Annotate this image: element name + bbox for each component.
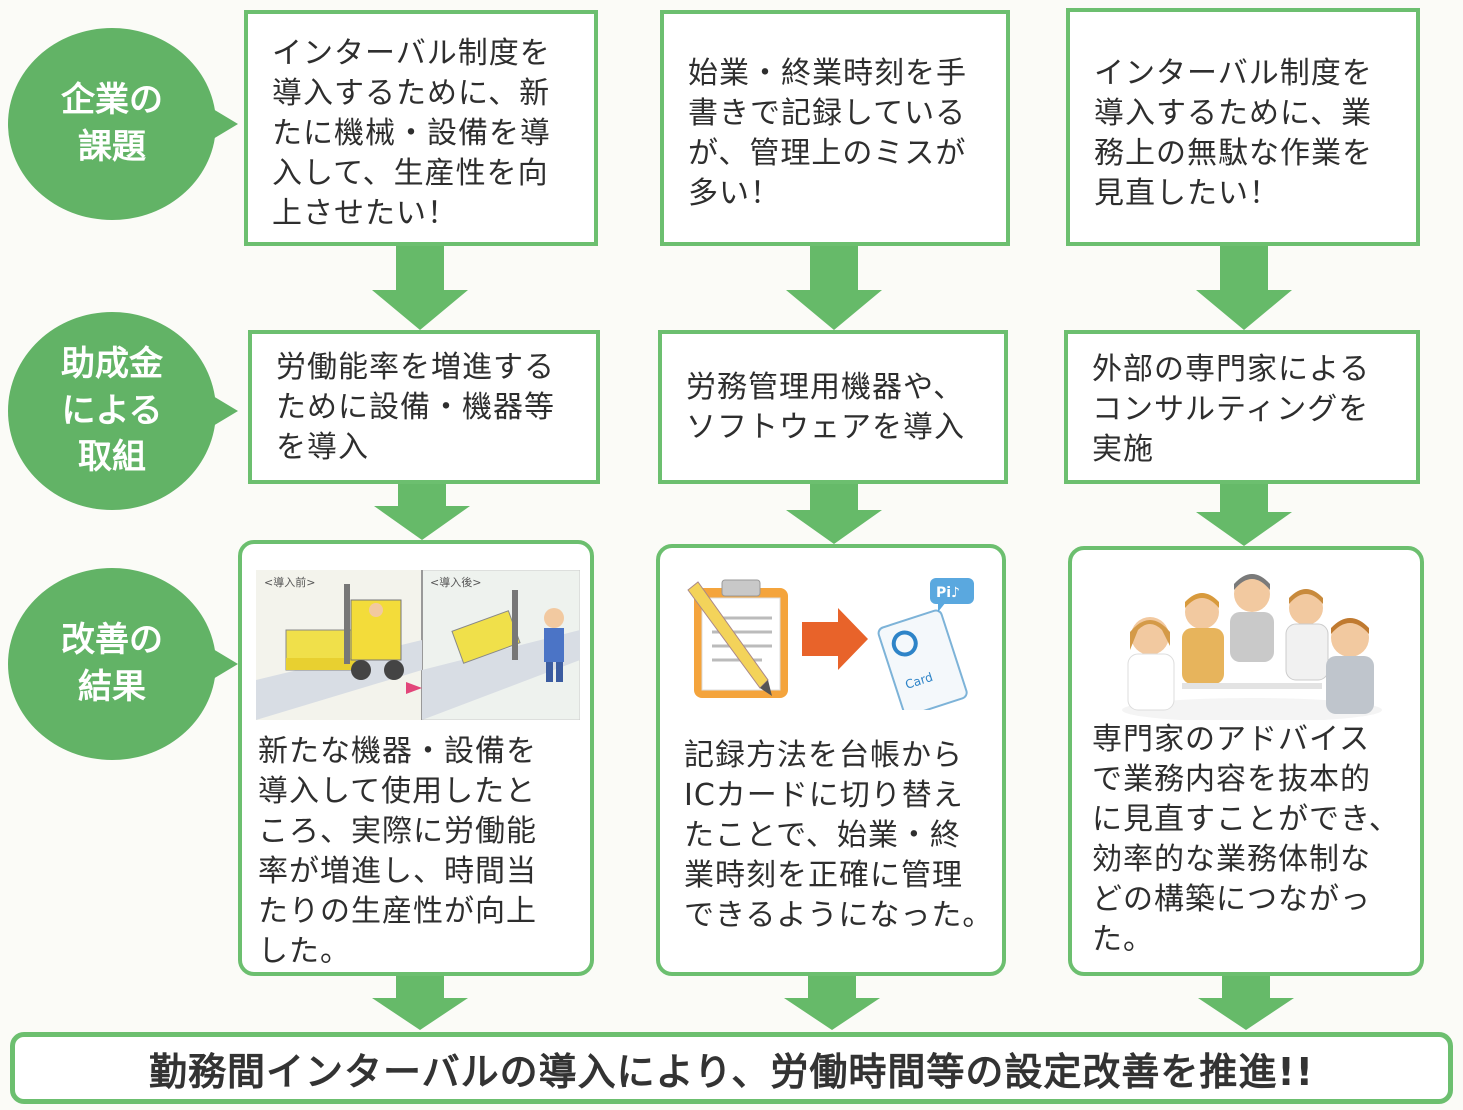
action-box-3: 外部の専門家による コンサルティングを 実施	[1064, 330, 1420, 484]
flow-arrow-3c	[1198, 976, 1294, 1032]
flow-arrow-2a	[786, 246, 882, 330]
issue-text-3: インターバル制度を 導入するために、業 務上の無駄な作業を 見直したい！	[1094, 56, 1373, 211]
issue-box-2: 始業・終業時刻を手 書きで記録している が、管理上のミスが 多い！	[660, 10, 1010, 246]
action-box-1: 労働能率を増進する ために設備・機器等 を導入	[248, 330, 600, 484]
action-text-1: 労働能率を増進する ために設備・機器等 を導入	[276, 350, 555, 465]
illus-after-label: <導入後>	[430, 575, 481, 589]
conclusion-text: 勤務間インターバルの導入により、労働時間等の設定改善を推進!!	[148, 1049, 1314, 1094]
ic-card-sound-label: Pi♪	[936, 585, 960, 601]
flow-arrow-1a	[372, 246, 468, 330]
label-company-issue: 企業の 課題	[8, 28, 238, 220]
clipboard-to-ic-card-illustration: Card Pi♪	[687, 578, 974, 710]
flow-arrow-3b	[1196, 484, 1292, 546]
action-box-2: 労務管理用機器や、 ソフトウェアを導入	[658, 330, 1008, 484]
factory-forklift-illustration: <導入前> <導入後>	[256, 570, 580, 720]
result-box-3: 専門家のアドバイス で業務内容を抜本的 に見直すことができ、 効率的な業務体制な…	[1068, 546, 1424, 976]
result-box-1: <導入前> <導入後> 新たな機器・設備を 導入して使用したと ころ、実際に労働…	[238, 540, 594, 976]
flow-arrow-3a	[1196, 246, 1292, 330]
result-text-3: 専門家のアドバイス で業務内容を抜本的 に見直すことができ、 効率的な業務体制な…	[1092, 722, 1400, 957]
result-text-2: 記録方法を台帳から ICカードに切り替え たことで、始業・終 業時刻を正確に管理…	[684, 738, 994, 933]
action-text-3: 外部の専門家による コンサルティングを 実施	[1092, 352, 1371, 467]
flow-arrow-1b	[374, 484, 470, 540]
label-subsidy-action: 助成金 による 取組	[8, 312, 238, 510]
issue-text-1: インターバル制度を 導入するために、新 たに機械・設備を導 入して、生産性を向 …	[272, 36, 551, 231]
flow-arrow-1c	[372, 976, 468, 1032]
flow-arrow-2c	[784, 976, 880, 1032]
flow-arrow-2b	[786, 484, 882, 544]
issue-box-1: インターバル制度を 導入するために、新 たに機械・設備を導 入して、生産性を向 …	[244, 10, 598, 246]
label-improvement-result: 改善の 結果	[8, 568, 238, 760]
illus-before-label: <導入前>	[264, 575, 315, 589]
issue-box-3: インターバル制度を 導入するために、業 務上の無駄な作業を 見直したい！	[1066, 8, 1420, 246]
conclusion-banner: 勤務間インターバルの導入により、労働時間等の設定改善を推進!!	[10, 1032, 1453, 1104]
action-text-2: 労務管理用機器や、 ソフトウェアを導入	[686, 370, 965, 445]
issue-text-2: 始業・終業時刻を手 書きで記録している が、管理上のミスが 多い！	[688, 56, 967, 211]
consulting-meeting-illustration	[1122, 574, 1382, 720]
result-text-1: 新たな機器・設備を 導入して使用したと ころ、実際に労働能 率が増進し、時間当 …	[258, 734, 537, 969]
result-box-2: Card Pi♪ 記録方法を台帳から ICカードに切り替え たことで、始業・終 …	[656, 544, 1006, 976]
